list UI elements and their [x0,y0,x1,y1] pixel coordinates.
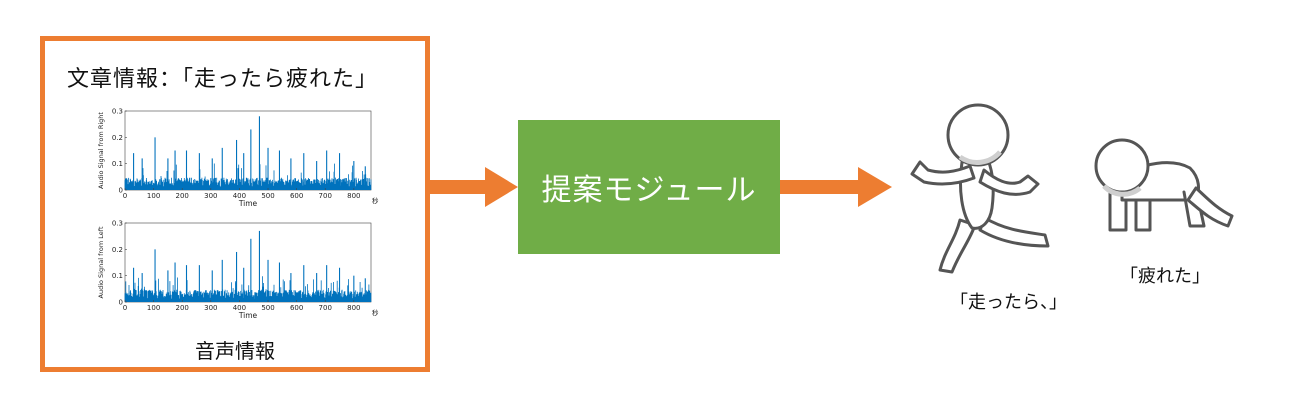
x-tick-label: 600 [290,304,303,312]
audio-info-label: 音声情報 [195,339,275,363]
y-tick-label: 0.2 [112,246,123,254]
x-tick-label: 500 [261,192,274,200]
proposed-module-box: 提案モジュール [518,120,780,254]
input-panel: 文章情報：「走ったら疲れた」 0 100 200 300 400 500 600 700 800… [40,36,430,372]
x-tick-label: 600 [290,192,303,200]
tired-caption: 「疲れた」 [1120,266,1210,287]
x-tick-label: 700 [319,304,332,312]
x-axis-unit: 秒 [372,196,379,205]
tired-person-illustration [1094,138,1234,232]
module-label: 提案モジュール [541,173,757,208]
x-axis-label: Time [238,311,258,320]
arrow-to-module [425,167,518,207]
y-tick-label: 0.1 [112,160,123,168]
y-axis-label: Audio Signal from Left [97,226,105,298]
x-axis-unit: 秒 [372,308,379,317]
x-tick-label: 700 [319,192,332,200]
x-tick-label: 800 [347,304,360,312]
arrow-to-output [780,167,892,207]
x-tick-label: 200 [176,304,189,312]
y-tick-label: 0.3 [112,108,123,116]
x-tick-label: 200 [176,192,189,200]
run-caption: 「走ったら、」 [950,292,1067,313]
x-tick-label: 400 [233,304,246,312]
x-tick-label: 300 [204,304,217,312]
x-tick-label: 0 [123,192,127,200]
running-person-illustration [910,103,1050,274]
y-tick-label: 0.3 [112,220,123,228]
y-axis-label: Audio Signal from Right [97,112,105,189]
y-tick-label: 0.2 [112,134,123,142]
x-tick-label: 300 [204,192,217,200]
y-tick-label: 0.1 [112,272,123,280]
y-tick-label: 0 [119,299,123,307]
x-tick-label: 400 [233,192,246,200]
text-info-title: 文章情報：「走ったら疲れた」 [67,67,379,92]
x-axis-label: Time [238,199,258,208]
x-tick-label: 800 [347,192,360,200]
x-tick-label: 0 [123,304,127,312]
x-tick-label: 100 [147,304,160,312]
x-tick-label: 100 [147,192,160,200]
y-tick-label: 0 [119,187,123,195]
x-tick-label: 500 [261,304,274,312]
